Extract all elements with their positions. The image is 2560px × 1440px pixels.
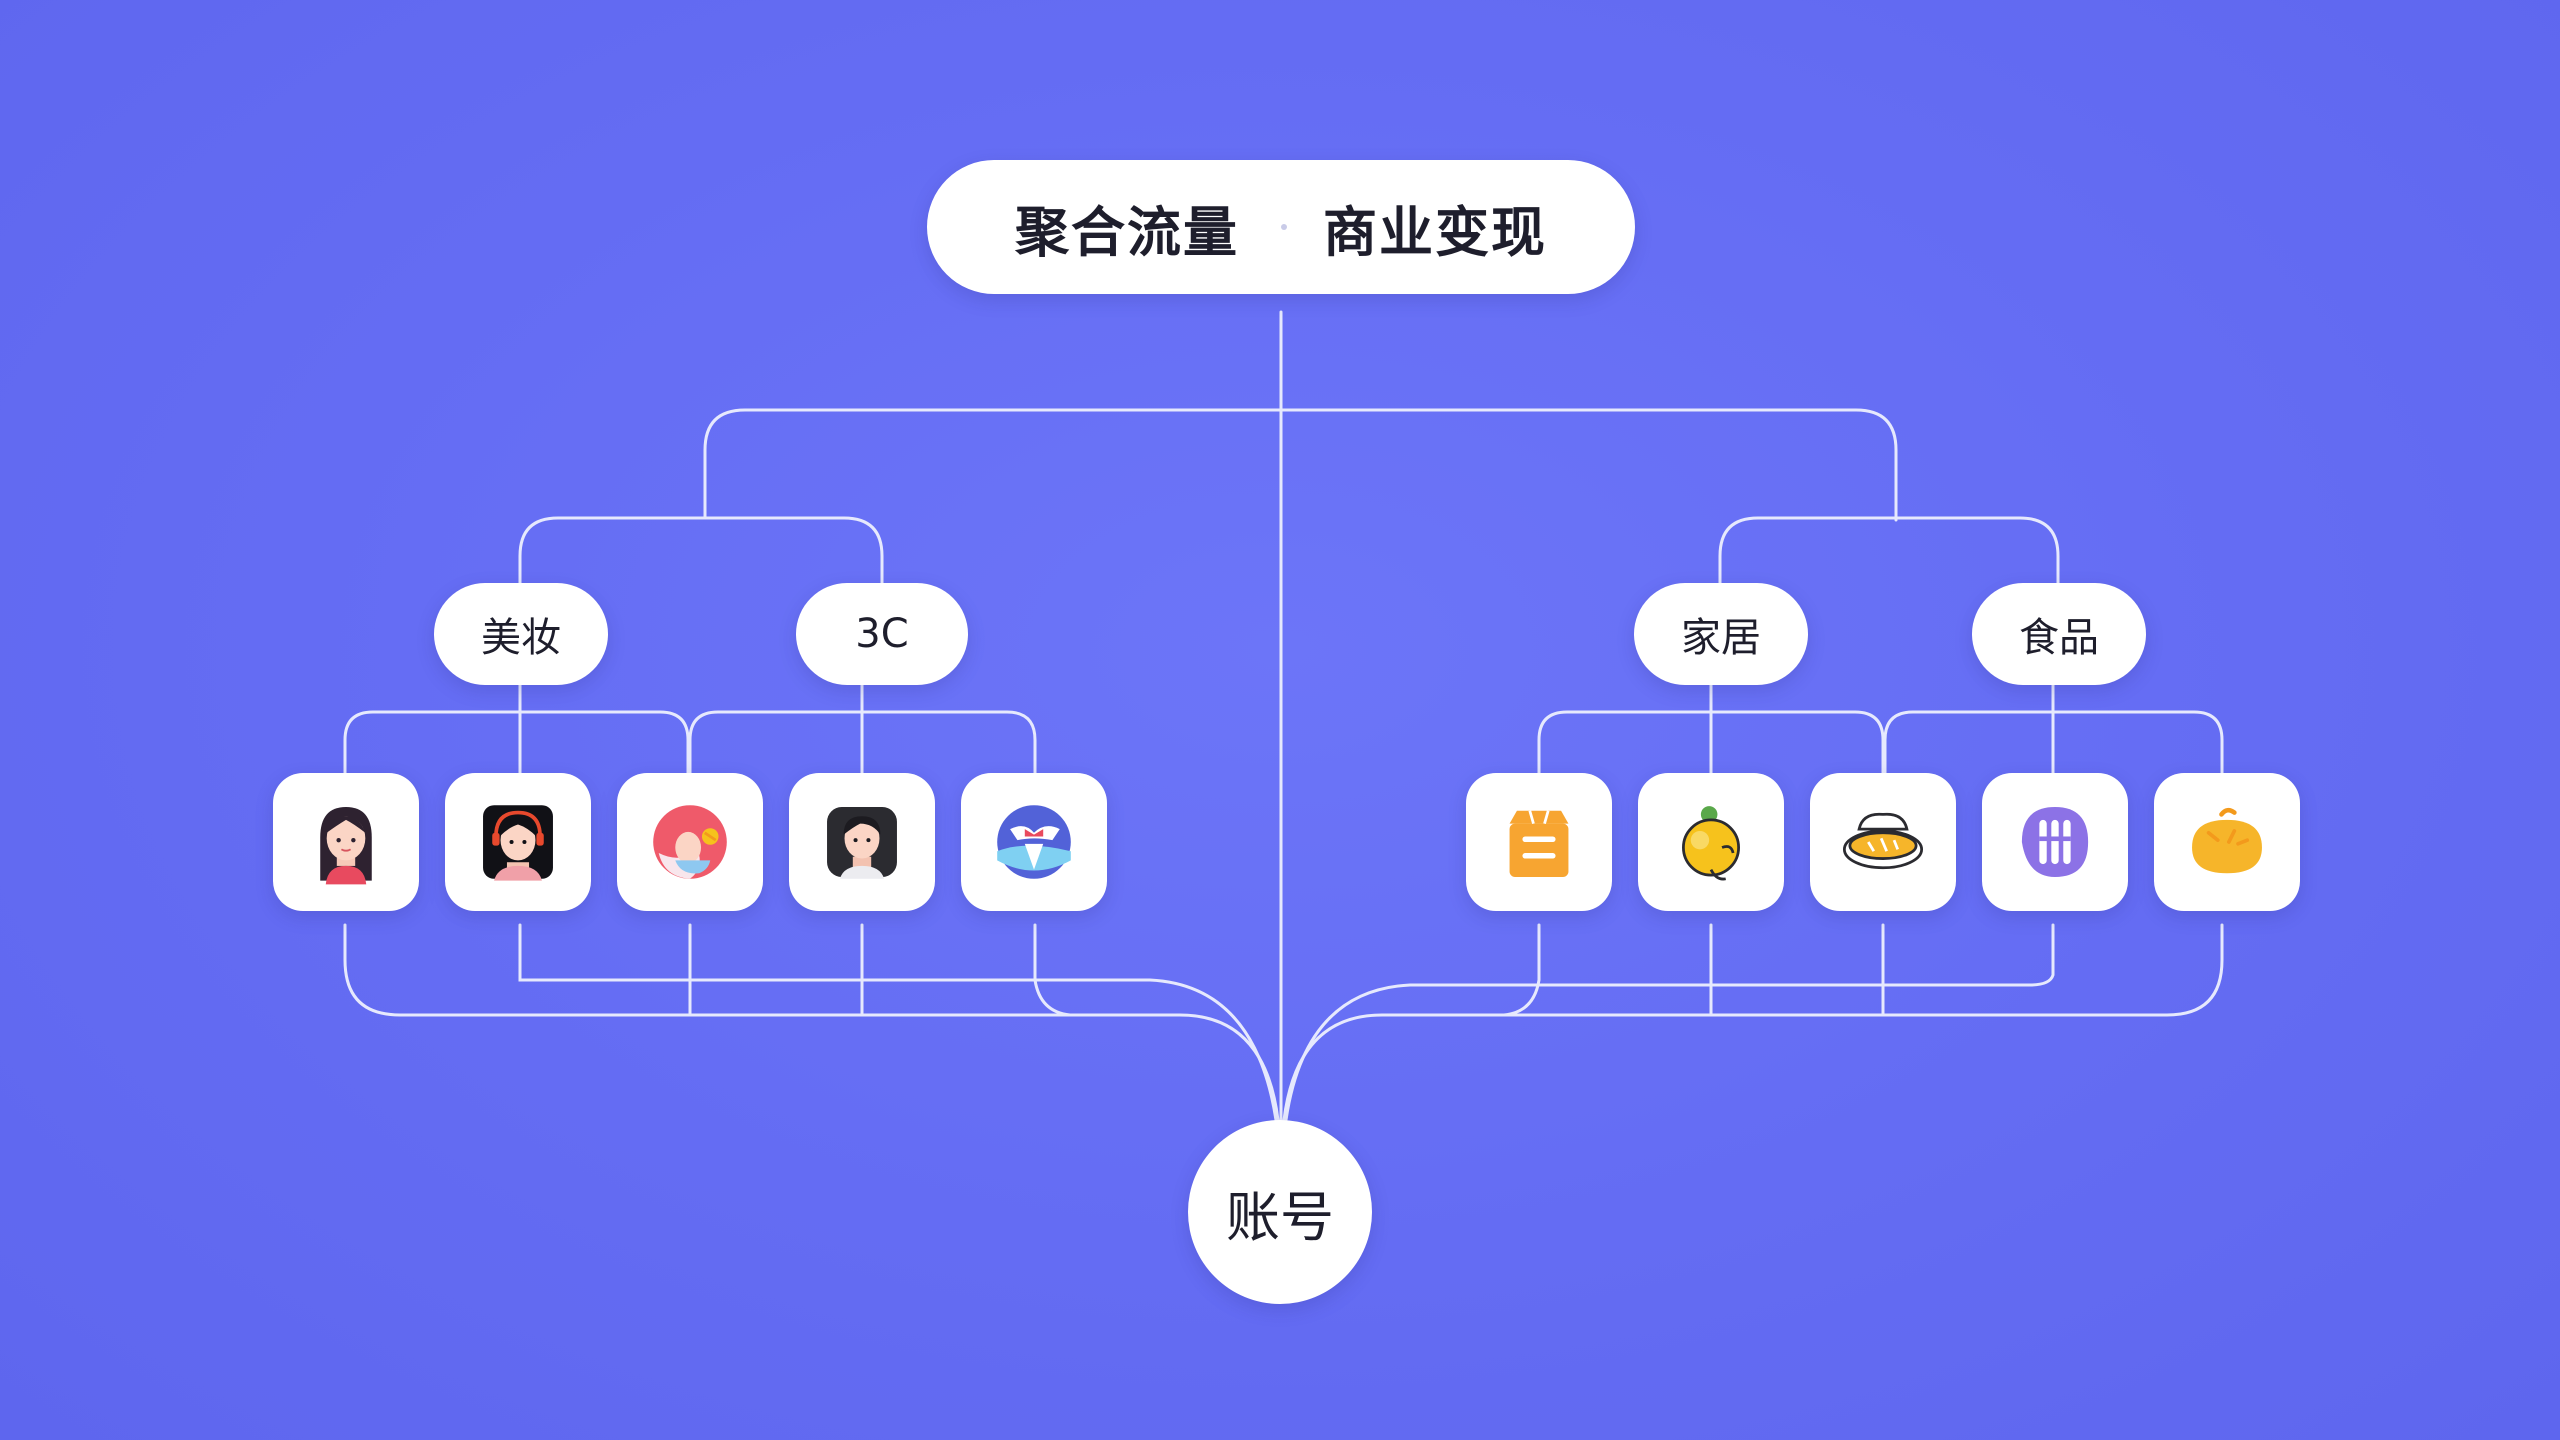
woman-long-hair-icon [320,807,372,885]
tile-storage-box [1466,773,1612,911]
top-title-node: 聚合流量 商业变现 [927,160,1635,294]
woman-short-hair-icon [827,807,897,879]
category-food-label: 食品 [2019,615,2099,661]
tile-woman-long-hair [273,773,419,911]
tile-fruit [1638,773,1784,911]
tile-cutlery [1982,773,2128,911]
category-tech-node: 3C [796,583,968,685]
category-home-node: 家居 [1634,583,1808,685]
tile-orange [2154,773,2300,911]
account-label: 账号 [1226,1185,1334,1249]
tile-bread [1810,773,1956,911]
woman-makeup-icon [653,805,727,879]
tile-woman-headphones [445,773,591,911]
commercial-monetization-label: 商业变现 [1323,200,1547,264]
aggregate-traffic-label: 聚合流量 [1015,200,1239,264]
category-food-node: 食品 [1972,583,2146,685]
tile-clothing-circle [961,773,1107,911]
clothing-circle-icon [997,805,1071,879]
category-beauty-node: 美妆 [434,583,608,685]
fruit-icon [1682,806,1740,881]
tile-woman-makeup [617,773,763,911]
category-beauty-label: 美妆 [481,615,561,661]
category-tech-label: 3C [855,611,909,657]
cutlery-icon [2021,807,2089,877]
category-home-label: 家居 [1681,615,1761,661]
storage-box-icon [1509,810,1569,877]
account-node: 账号 [1188,1120,1372,1304]
separator-dot [1281,224,1287,230]
tile-woman-short-hair [789,773,935,911]
orange-icon [2192,807,2262,874]
woman-headphones-icon [483,805,553,881]
bread-icon [1842,812,1924,870]
